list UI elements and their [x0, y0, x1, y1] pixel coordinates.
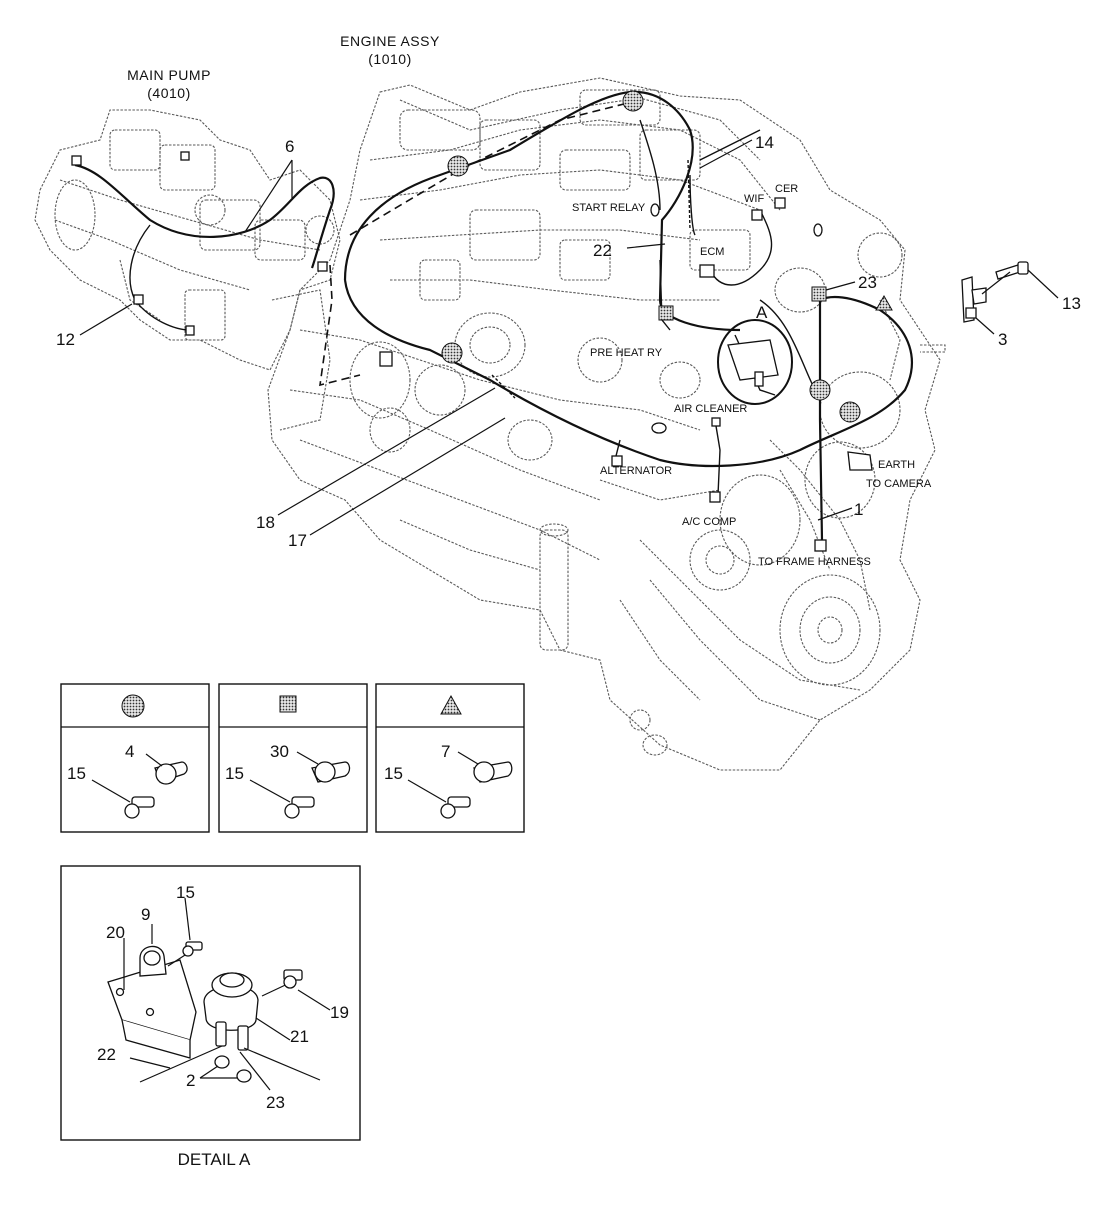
detail-callout-19: 19: [330, 1003, 349, 1022]
label-alternator: ALTERNATOR: [600, 465, 672, 477]
engine-assy-code: (1010): [368, 51, 411, 67]
main-pump-title: MAIN PUMP: [127, 67, 211, 83]
callout-1: 1: [854, 500, 863, 519]
callout-3: 3: [998, 330, 1007, 349]
wiring-harness: [71, 90, 913, 552]
detail-callout-23: 23: [266, 1093, 285, 1112]
main-callouts: 14 22 23 13 3 6 12 A 18 17 1: [56, 133, 1081, 550]
label-ac-comp: A/C COMP: [682, 516, 736, 528]
label-wif: WIF: [744, 193, 764, 205]
legend-box-square: 30 15: [218, 683, 368, 833]
detail-callout-21: 21: [290, 1027, 309, 1046]
callout-22: 22: [593, 241, 612, 260]
label-pre-heat-ry: PRE HEAT RY: [590, 347, 663, 359]
main-pump-code: (4010): [147, 85, 190, 101]
label-air-cleaner: AIR CLEANER: [674, 403, 747, 415]
detail-callout-15: 15: [176, 883, 195, 902]
engine-assy-drawing: [267, 77, 946, 771]
main-pump-drawing: [34, 109, 341, 371]
label-earth: EARTH: [878, 459, 915, 471]
label-ecm: ECM: [700, 246, 724, 258]
square-clip-symbol-icon: [279, 695, 297, 713]
callout-12: 12: [56, 330, 75, 349]
callout-23: 23: [858, 273, 877, 292]
detail-a-caption: DETAIL A: [178, 1150, 251, 1169]
label-to-camera: TO CAMERA: [866, 478, 932, 490]
callout-17: 17: [288, 531, 307, 550]
detail-callout-9: 9: [141, 905, 150, 924]
legend3-part-top: 7: [441, 742, 450, 761]
label-start-relay: START RELAY: [572, 202, 646, 214]
detail-callout-22: 22: [97, 1045, 116, 1064]
legend1-part-bolt: 15: [67, 764, 86, 783]
detail-callout-20: 20: [106, 923, 125, 942]
legend-box-triangle: 7 15: [375, 683, 525, 833]
callout-13: 13: [1062, 294, 1081, 313]
bracket-13-3: [961, 261, 1029, 323]
callout-A: A: [756, 303, 768, 322]
engine-assy-title: ENGINE ASSY: [340, 33, 440, 49]
legend1-part-top: 4: [125, 742, 134, 761]
label-to-frame-harness: TO FRAME HARNESS: [758, 556, 871, 568]
legend-box-circle: 4 15: [60, 683, 210, 833]
circle-clip-symbol-icon: [121, 694, 145, 718]
legend3-part-bolt: 15: [384, 764, 403, 783]
callout-6: 6: [285, 137, 294, 156]
legend2-part-top: 30: [270, 742, 289, 761]
legend2-part-bolt: 15: [225, 764, 244, 783]
triangle-clip-symbol-icon: [440, 694, 462, 715]
callout-18: 18: [256, 513, 275, 532]
detail-a-panel: 15 9 20 19 21 22 2 23: [60, 865, 361, 1141]
callout-14: 14: [755, 133, 774, 152]
label-cer: CER: [775, 183, 798, 195]
detail-callout-2: 2: [186, 1071, 195, 1090]
